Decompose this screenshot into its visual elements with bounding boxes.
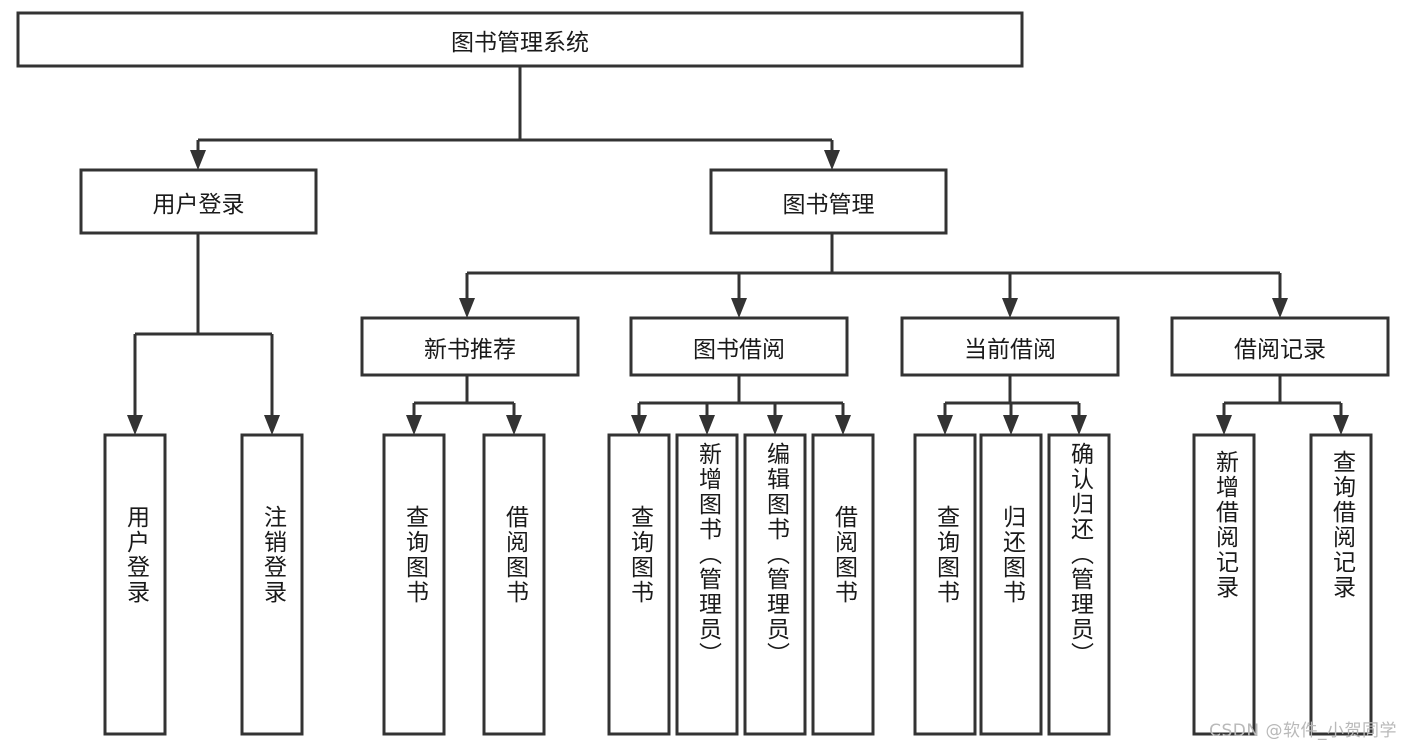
arrow-head-leaf-user-login xyxy=(127,415,143,435)
arrow-head-leaf-confirm-return xyxy=(1071,415,1087,435)
arrow-head-book-management xyxy=(824,150,840,170)
arrow-head-borrow-record xyxy=(1272,298,1288,318)
arrow-head-leaf-borrow-book-2 xyxy=(835,415,851,435)
node-box-leaf-query-record[interactable] xyxy=(1309,433,1373,736)
node-box-root[interactable] xyxy=(16,11,1024,68)
node-box-user-login[interactable] xyxy=(79,168,318,235)
connector-group-current-borrow xyxy=(937,375,1087,435)
connector-group-root xyxy=(190,66,840,170)
node-box-book-management[interactable] xyxy=(709,168,948,235)
arrow-head-new-book-recommend xyxy=(459,298,475,318)
arrow-head-leaf-query-book-3 xyxy=(937,415,953,435)
arrow-head-leaf-query-book-1 xyxy=(406,415,422,435)
arrow-head-leaf-edit-book xyxy=(767,415,783,435)
arrow-head-current-borrow xyxy=(1002,298,1018,318)
node-box-leaf-confirm-return[interactable] xyxy=(1047,433,1111,736)
node-box-leaf-borrow-book-2[interactable] xyxy=(811,433,875,736)
arrow-head-leaf-borrow-book-1 xyxy=(506,415,522,435)
node-box-leaf-query-book-2[interactable] xyxy=(607,433,671,736)
node-box-new-book-recommend[interactable] xyxy=(360,316,580,377)
node-box-leaf-logout-login[interactable] xyxy=(240,433,304,736)
node-box-leaf-add-record[interactable] xyxy=(1192,433,1256,736)
node-box-leaf-return-book[interactable] xyxy=(979,433,1043,736)
arrow-head-leaf-query-book-2 xyxy=(631,415,647,435)
arrow-head-leaf-logout-login xyxy=(264,415,280,435)
arrow-head-leaf-add-record xyxy=(1216,415,1232,435)
node-box-leaf-edit-book[interactable] xyxy=(743,433,807,736)
arrow-head-leaf-add-book xyxy=(699,415,715,435)
node-box-leaf-user-login[interactable] xyxy=(103,433,167,736)
node-box-leaf-query-book-1[interactable] xyxy=(382,433,446,736)
node-box-book-borrow[interactable] xyxy=(629,316,849,377)
connector-group-user-login xyxy=(127,233,280,435)
node-box-leaf-query-book-3[interactable] xyxy=(913,433,977,736)
node-box-leaf-add-book[interactable] xyxy=(675,433,739,736)
node-box-current-borrow[interactable] xyxy=(900,316,1120,377)
connector-group-borrow-record xyxy=(1216,375,1349,435)
connector-group-new-book-recommend xyxy=(406,375,522,435)
arrow-head-leaf-return-book xyxy=(1003,415,1019,435)
node-box-leaf-borrow-book-1[interactable] xyxy=(482,433,546,736)
connector-group-book-management xyxy=(459,233,1288,318)
arrow-head-book-borrow xyxy=(731,298,747,318)
arrow-head-leaf-query-record xyxy=(1333,415,1349,435)
connector-group-book-borrow xyxy=(631,375,851,435)
watermark-text: CSDN @软件_小贺同学 xyxy=(1209,721,1397,741)
arrow-head-user-login xyxy=(190,150,206,170)
node-box-borrow-record[interactable] xyxy=(1170,316,1390,377)
